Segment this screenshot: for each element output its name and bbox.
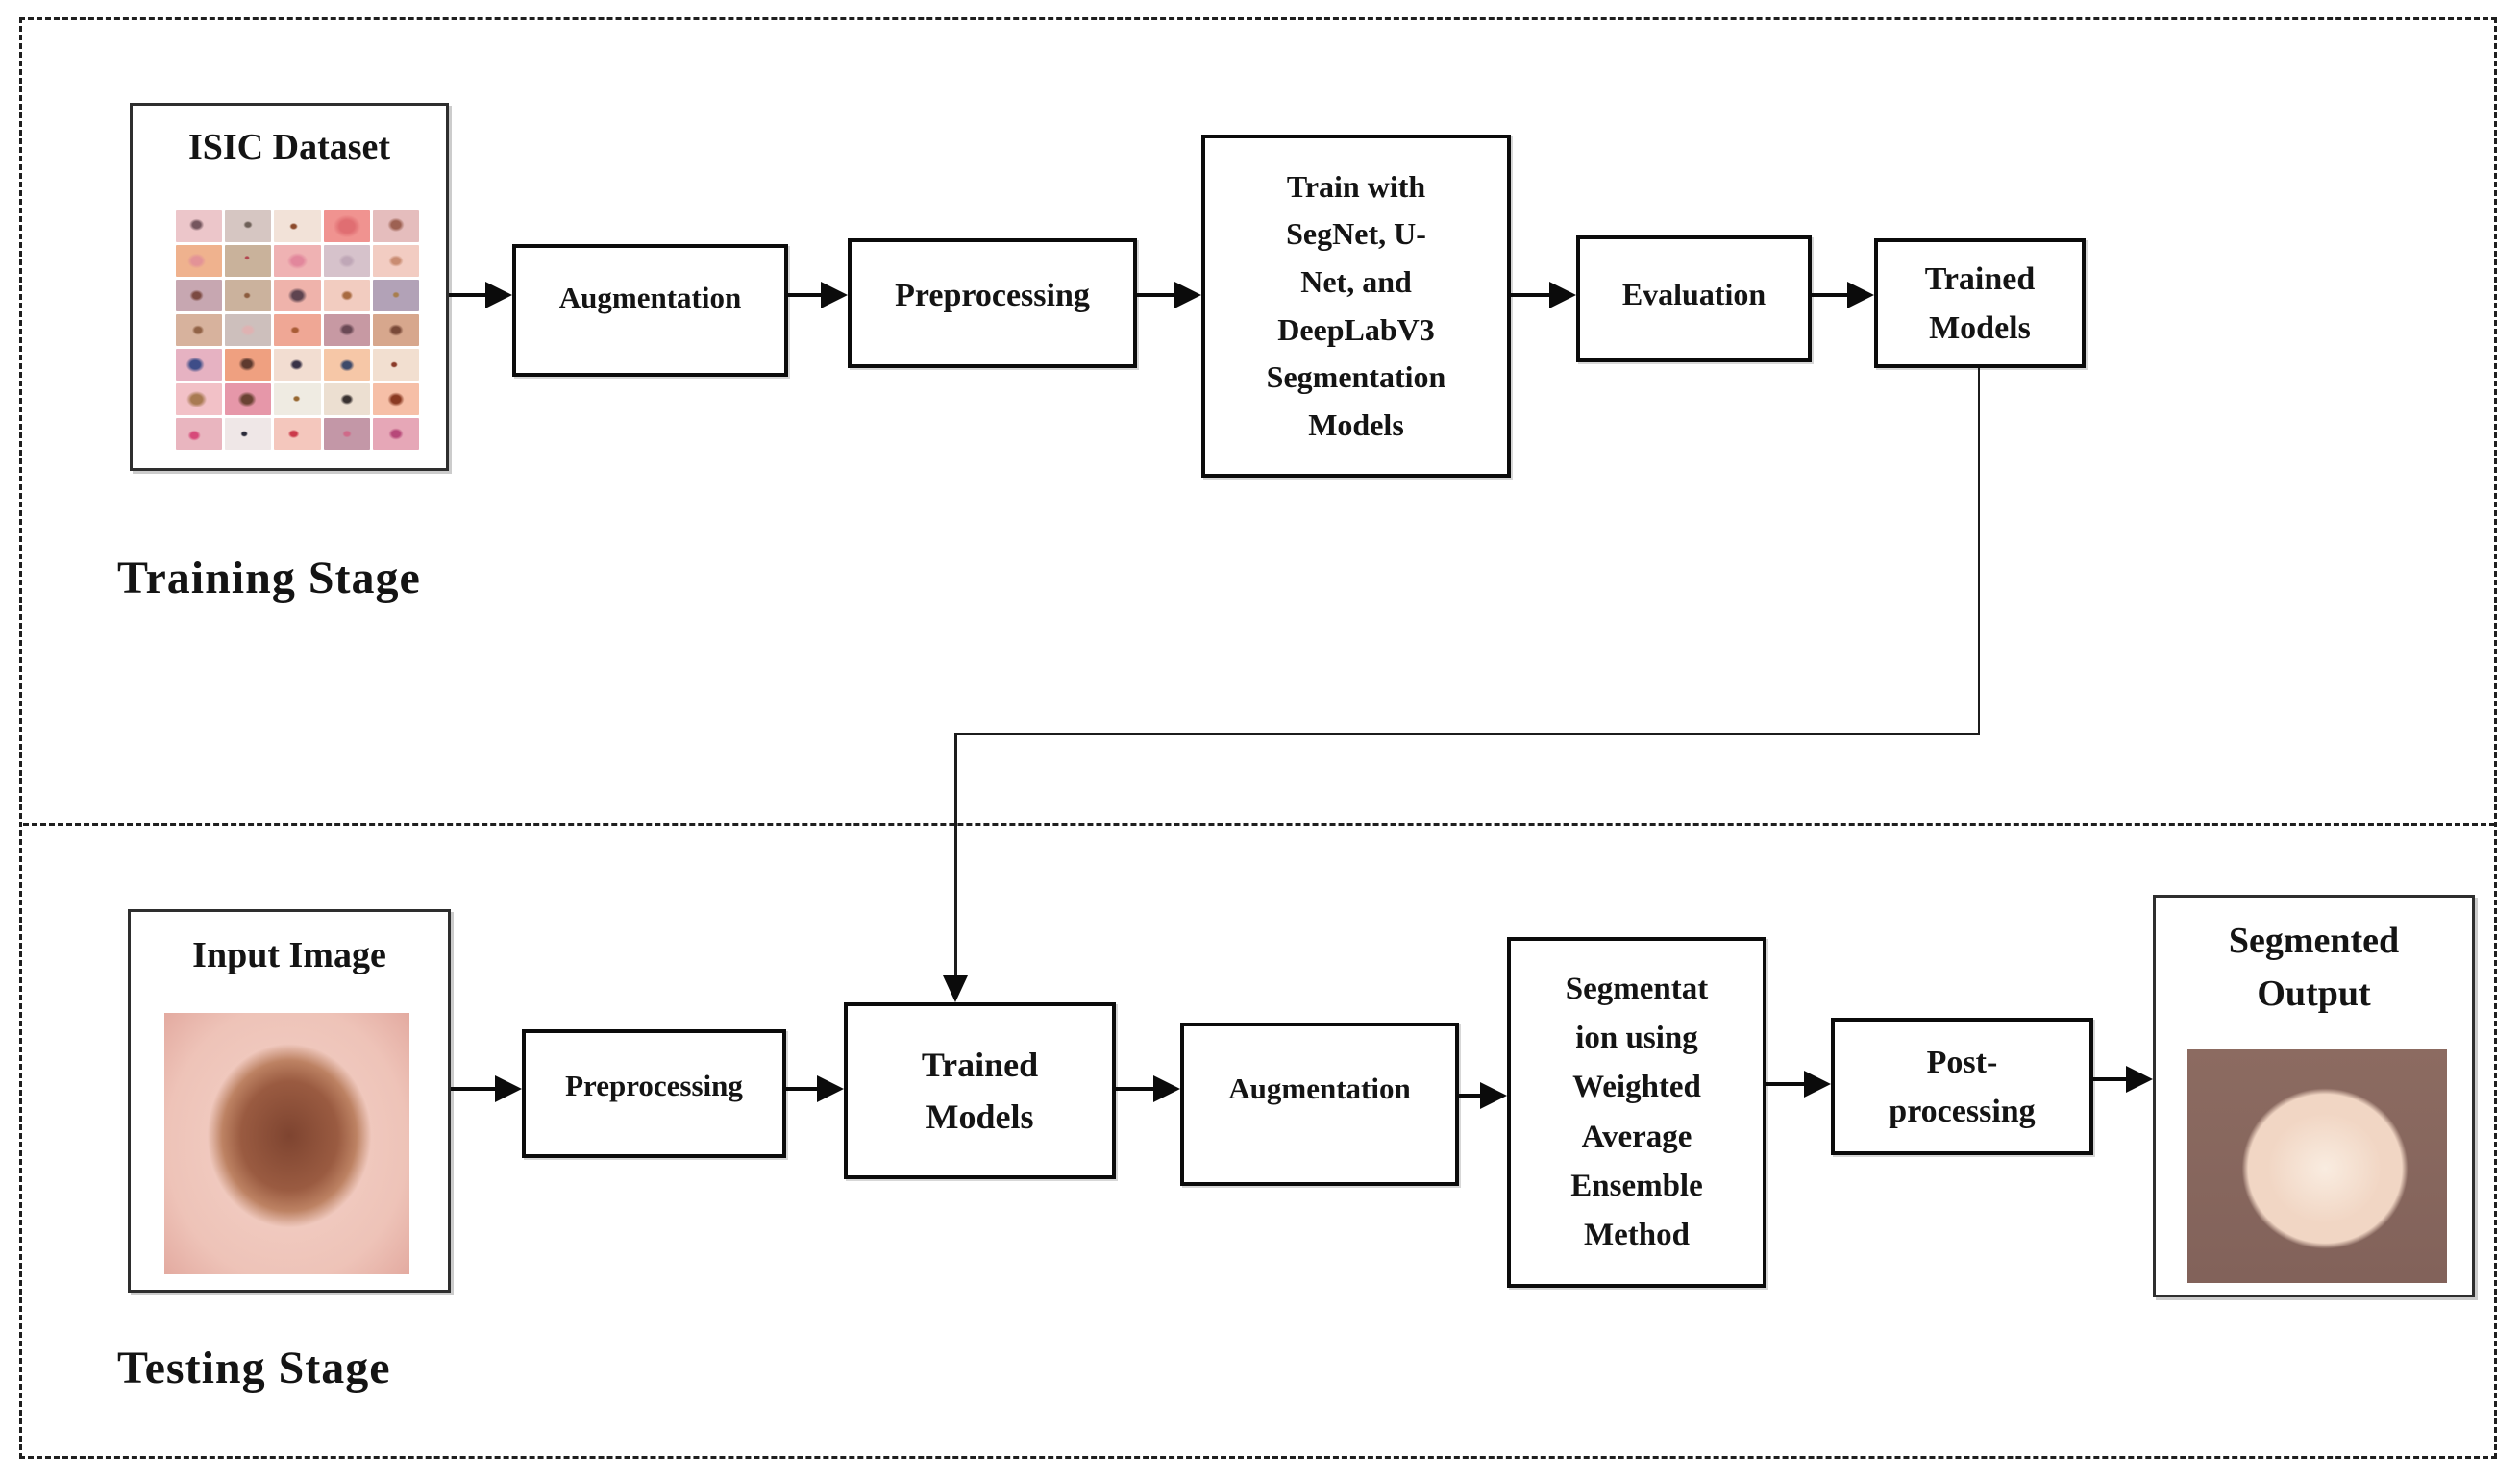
lesion-thumbnail xyxy=(274,383,321,415)
train-models-node: Train with SegNet, U- Net, and DeepLabV3… xyxy=(1201,135,1511,478)
postprocessing-node: Post- processing xyxy=(1831,1018,2093,1155)
arrow-augmentation-to-segmentation xyxy=(1459,1082,1507,1109)
lesion-thumbnail xyxy=(274,210,321,242)
arrow-preprocessing-to-train-models xyxy=(1137,282,1201,308)
input-image-node: Input Image xyxy=(128,909,451,1293)
lesion-thumbnail xyxy=(225,280,272,311)
lesion-thumbnail xyxy=(372,245,419,277)
arrow-postprocessing-to-output xyxy=(2093,1066,2153,1093)
isic-dataset-node: ISIC Dataset xyxy=(130,103,449,471)
lesion-thumbnail xyxy=(372,210,419,242)
preprocessing-node-training: Preprocessing xyxy=(848,238,1137,368)
lesion-thumbnail xyxy=(176,314,223,346)
arrow-input-to-preprocessing xyxy=(451,1075,522,1102)
arrow-segmentation-to-postprocessing xyxy=(1766,1071,1831,1098)
lesion-thumbnail xyxy=(372,418,419,450)
isic-thumbnail-grid xyxy=(176,210,419,450)
evaluation-node: Evaluation xyxy=(1576,235,1812,362)
lesion-thumbnail xyxy=(274,418,321,450)
arrow-trained-models-to-augmentation xyxy=(1116,1075,1180,1102)
arrow-evaluation-to-trained-models xyxy=(1812,282,1874,308)
augmentation-label-testing: Augmentation xyxy=(1228,1072,1411,1105)
testing-stage-label: Testing Stage xyxy=(117,1343,391,1394)
isic-dataset-title: ISIC Dataset xyxy=(187,127,391,167)
preprocessing-node-testing: Preprocessing xyxy=(522,1029,786,1158)
segmented-lesion-photo xyxy=(2187,1049,2447,1283)
evaluation-label: Evaluation xyxy=(1621,276,1766,311)
augmentation-node-testing: Augmentation xyxy=(1180,1023,1459,1186)
skin-lesion-photo xyxy=(164,1013,409,1274)
lesion-thumbnail xyxy=(225,210,272,242)
arrow-train-models-to-evaluation xyxy=(1511,282,1576,308)
arrow-augmentation-to-preprocessing xyxy=(788,282,848,308)
postprocessing-label: Post- processing xyxy=(1889,1044,2036,1129)
lesion-thumbnail xyxy=(176,383,223,415)
lesion-thumbnail xyxy=(323,349,370,381)
lesion-thumbnail xyxy=(176,349,223,381)
training-stage-label: Training Stage xyxy=(117,553,421,604)
lesion-thumbnail xyxy=(225,314,272,346)
trained-models-label-testing: Trained Models xyxy=(921,1046,1039,1136)
preprocessing-label-training: Preprocessing xyxy=(895,277,1090,313)
lesion-thumbnail xyxy=(323,383,370,415)
lesion-thumbnail xyxy=(176,418,223,450)
lesion-thumbnail xyxy=(274,245,321,277)
lesion-thumbnail xyxy=(372,314,419,346)
lesion-thumbnail xyxy=(225,383,272,415)
lesion-thumbnail xyxy=(323,314,370,346)
trained-models-label-training: Trained Models xyxy=(1924,260,2036,346)
connector-arrowhead-down xyxy=(943,975,968,1002)
trained-models-node-testing: Trained Models xyxy=(844,1002,1116,1179)
train-models-label: Train with SegNet, U- Net, and DeepLabV3… xyxy=(1266,168,1446,442)
lesion-thumbnail xyxy=(323,280,370,311)
stage-divider-line xyxy=(23,823,2495,826)
segmented-output-node: Segmented Output xyxy=(2153,895,2475,1297)
weighted-ensemble-segmentation-label: Segmentat ion using Weighted Average Ens… xyxy=(1565,972,1709,1252)
lesion-thumbnail xyxy=(225,349,272,381)
arrow-preprocessing-to-trained-models xyxy=(786,1075,844,1102)
figure-dashed-border xyxy=(19,17,2497,1459)
lesion-thumbnail xyxy=(274,349,321,381)
lesion-thumbnail xyxy=(372,383,419,415)
lesion-thumbnail xyxy=(176,245,223,277)
lesion-thumbnail xyxy=(372,349,419,381)
lesion-thumbnail xyxy=(323,245,370,277)
preprocessing-label-testing: Preprocessing xyxy=(565,1069,743,1102)
weighted-ensemble-segmentation-node: Segmentat ion using Weighted Average Ens… xyxy=(1507,937,1766,1288)
lesion-thumbnail xyxy=(225,245,272,277)
augmentation-node-training: Augmentation xyxy=(512,244,788,377)
segmented-output-title: Segmented Output xyxy=(2228,921,2400,1015)
lesion-thumbnail xyxy=(323,418,370,450)
input-image-title: Input Image xyxy=(192,935,386,975)
lesion-thumbnail xyxy=(176,280,223,311)
lesion-thumbnail xyxy=(225,418,272,450)
augmentation-label-training: Augmentation xyxy=(558,281,742,314)
lesion-thumbnail xyxy=(274,280,321,311)
connector-trained-models-segment-drop xyxy=(954,733,957,976)
trained-models-node-training: Trained Models xyxy=(1874,238,2086,368)
arrow-dataset-to-augmentation xyxy=(449,282,512,308)
lesion-thumbnail xyxy=(176,210,223,242)
lesion-thumbnail xyxy=(323,210,370,242)
lesion-thumbnail xyxy=(274,314,321,346)
connector-trained-models-segment-across xyxy=(955,733,1980,735)
lesion-thumbnail xyxy=(372,280,419,311)
connector-trained-models-segment-down xyxy=(1978,368,1980,735)
